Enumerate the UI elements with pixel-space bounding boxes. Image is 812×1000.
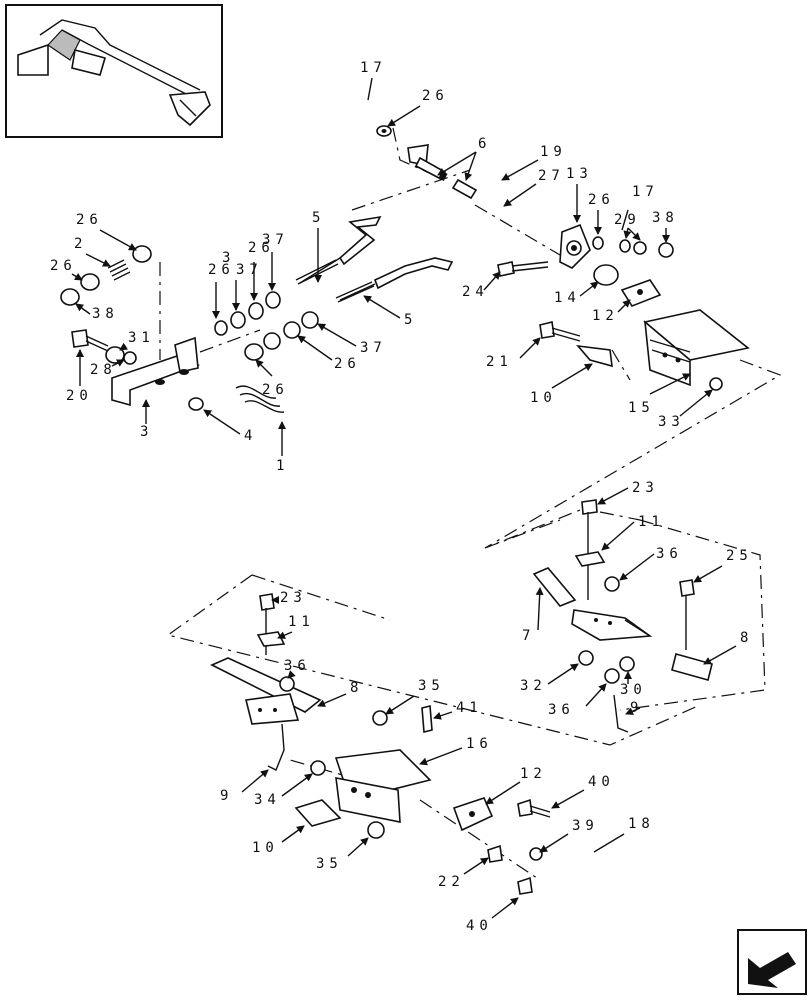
callout-33: 33 — [658, 414, 685, 430]
callout-14: 14 — [554, 290, 581, 306]
callout-4: 4 — [244, 428, 257, 444]
callout-3-bracket: 3 — [140, 424, 153, 440]
callout-9-left: 9 — [220, 788, 233, 804]
callout-7: 7 — [522, 628, 535, 644]
callout-9-right: 9 — [630, 700, 643, 716]
callout-26-c4: 26 — [262, 382, 289, 398]
callout-23-right: 23 — [632, 480, 659, 496]
callout-8-left: 8 — [350, 680, 363, 696]
callout-6: 6 — [478, 136, 491, 152]
callout-32: 32 — [520, 678, 547, 694]
callout-26-left: 26 — [76, 212, 103, 228]
callout-37-c3: 37 — [360, 340, 387, 356]
callout-37-c1: 37 — [236, 262, 263, 278]
location-thumbnail — [5, 4, 223, 138]
callout-26-b: 26 — [588, 192, 615, 208]
callout-26-c2: 26 — [248, 240, 275, 256]
callout-35-low: 35 — [316, 856, 343, 872]
callout-16: 16 — [466, 736, 493, 752]
callout-26-top: 26 — [422, 88, 449, 104]
callout-28: 28 — [90, 362, 117, 378]
callout-15: 15 — [628, 400, 655, 416]
callout-23-left: 23 — [280, 590, 307, 606]
callout-26-c1: 26 — [208, 262, 235, 278]
callout-36-right-a: 36 — [656, 546, 683, 562]
callout-29: 29 — [614, 212, 641, 228]
callout-17-right: 17 — [632, 184, 659, 200]
lower-right-assembly — [532, 499, 713, 733]
callout-17-top: 17 — [360, 60, 387, 76]
callout-40-right: 40 — [588, 774, 615, 790]
callout-12-low: 12 — [520, 766, 547, 782]
callout-2: 2 — [74, 236, 87, 252]
callout-10-low: 10 — [252, 840, 279, 856]
callout-8-right: 8 — [740, 630, 753, 646]
callout-40-low: 40 — [466, 918, 493, 934]
callout-27: 27 — [538, 168, 565, 184]
callout-5-mid: 5 — [404, 312, 417, 328]
callout-12-top: 12 — [592, 308, 619, 324]
callout-39: 39 — [572, 818, 599, 834]
callout-35-top: 35 — [418, 678, 445, 694]
callout-21: 21 — [486, 354, 513, 370]
callout-38-left: 38 — [92, 306, 119, 322]
callout-31: 31 — [128, 330, 155, 346]
callout-26-c3: 26 — [334, 356, 361, 372]
callout-38-right: 38 — [652, 210, 679, 226]
callouts: 17 26 6 19 27 13 26 17 29 38 24 14 12 5 … — [50, 60, 753, 934]
callout-11-right: 11 — [638, 514, 665, 530]
callout-24: 24 — [462, 284, 489, 300]
callout-25: 25 — [726, 548, 753, 564]
upper-linkage-assembly — [60, 125, 750, 413]
callout-22: 22 — [438, 874, 465, 890]
callout-11-left: 11 — [288, 614, 315, 630]
callout-3-small: 3 — [222, 250, 235, 266]
callout-36-left: 36 — [284, 658, 311, 674]
callout-5-top: 5 — [312, 210, 325, 226]
callout-1: 1 — [276, 458, 289, 474]
previous-page-arrow-icon[interactable] — [737, 929, 807, 995]
callout-41: 41 — [456, 700, 483, 716]
callout-13: 13 — [566, 166, 593, 182]
callout-19: 19 — [540, 144, 567, 160]
lower-left-assembly — [210, 593, 551, 895]
callout-20: 20 — [66, 388, 93, 404]
callout-26-left2: 26 — [50, 258, 77, 274]
callout-36-right-b: 36 — [548, 702, 575, 718]
callout-37-c2: 37 — [262, 232, 289, 248]
callout-30: 30 — [620, 682, 647, 698]
callout-10-top: 10 — [530, 390, 557, 406]
callout-18: 18 — [628, 816, 655, 832]
callout-34: 34 — [254, 792, 281, 808]
